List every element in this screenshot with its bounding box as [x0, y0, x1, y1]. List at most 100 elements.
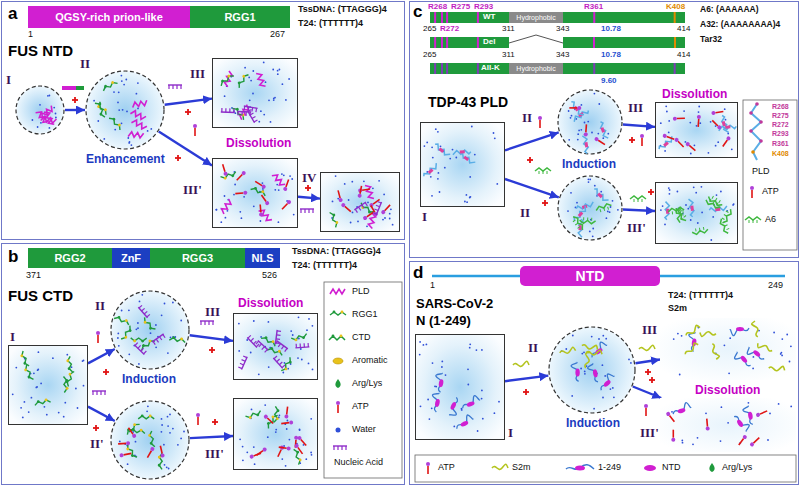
doodle [466, 194, 468, 196]
water-molecule [250, 352, 252, 354]
water-molecule [254, 463, 256, 465]
doodle [373, 201, 382, 215]
water-molecule [32, 119, 34, 121]
base-tick [238, 367, 242, 369]
water-molecule [251, 409, 253, 411]
atp-stem [672, 430, 674, 438]
water-molecule [469, 343, 471, 345]
doodle [470, 196, 472, 198]
doodle [40, 383, 42, 385]
doodle [32, 119, 34, 121]
water-molecule [117, 102, 119, 104]
water-molecule [662, 205, 664, 207]
doodle [117, 102, 119, 104]
water-molecule [263, 62, 265, 64]
base-tick [277, 330, 281, 332]
nucleic-acid [92, 390, 106, 391]
state-illustration [415, 334, 505, 440]
water-molecule [238, 350, 240, 352]
doodle [581, 353, 583, 355]
water-molecule [628, 359, 630, 361]
water-molecule [382, 219, 384, 221]
doodle [668, 120, 670, 122]
doodle [449, 158, 451, 160]
atp-head [223, 171, 228, 176]
pld-chain [720, 115, 729, 133]
base-tick [176, 85, 177, 89]
water-molecule [748, 402, 750, 404]
doodle [238, 323, 240, 325]
doodle [294, 448, 303, 465]
doodle [258, 373, 260, 375]
doodle [66, 354, 68, 356]
water-molecule [268, 321, 270, 323]
arg-lys-residue [254, 186, 258, 190]
doodle [139, 338, 155, 351]
residue-label: R275 [772, 112, 789, 119]
water-molecule [668, 132, 670, 134]
legend-label: NTD [662, 462, 681, 472]
water-molecule [37, 368, 39, 370]
water-molecule [452, 149, 454, 151]
doodle [172, 302, 174, 304]
doodle [224, 95, 226, 97]
aromatic-residue [298, 458, 302, 462]
doodle [272, 173, 285, 188]
doodle [64, 402, 66, 404]
state-numeral: IV [302, 170, 316, 186]
water-molecule [352, 212, 354, 214]
doodle [122, 109, 124, 111]
doodle [58, 412, 60, 414]
atp-stem [160, 446, 162, 454]
atp-stem [645, 408, 647, 416]
doodle [119, 451, 132, 457]
doodle [220, 221, 222, 223]
aromatic-residue [223, 176, 227, 180]
nucleic-acid [295, 346, 309, 348]
aromatic-residue [271, 340, 275, 344]
doodle [273, 99, 275, 101]
panel-letter: d [413, 263, 423, 283]
rgg-chain [142, 317, 155, 331]
doodle [598, 103, 600, 105]
doodle [570, 192, 572, 194]
water-molecule [40, 383, 42, 385]
prion-like-domain [272, 173, 285, 188]
water-molecule [123, 84, 125, 86]
reaction-arrow [88, 407, 115, 421]
water-molecule [125, 79, 127, 81]
water-molecule [712, 216, 714, 218]
doodle [260, 336, 262, 338]
base-tick [362, 205, 364, 208]
doodle [440, 145, 442, 147]
water-molecule [665, 105, 667, 107]
doodle [392, 224, 394, 226]
domain-bar: Hydrophobic [509, 63, 563, 74]
charge-value: 9.60 [601, 76, 617, 85]
water-molecule [581, 104, 583, 106]
doodle [138, 363, 140, 365]
aromatic-residue [143, 320, 147, 324]
doodle [299, 429, 301, 431]
water-molecule [183, 431, 185, 433]
atp-head [640, 134, 644, 138]
domain-label: Hydrophobic [516, 65, 555, 73]
doodle [350, 222, 352, 224]
protein-strand [742, 406, 752, 426]
doodle [584, 371, 586, 373]
legend-sample [329, 335, 345, 340]
sequence-label: T24: (TTTTTT)4 [292, 260, 357, 270]
doodle [584, 124, 589, 136]
water-molecule [12, 393, 14, 395]
water-molecule [225, 217, 227, 219]
water-molecule [47, 95, 49, 97]
domain-label: Del [483, 38, 495, 47]
arg-lys-residue [296, 451, 300, 455]
doodle [39, 106, 54, 119]
water-molecule [268, 366, 270, 368]
aromatic-residue [248, 416, 252, 420]
legend-frame [415, 455, 796, 482]
rgg-chain [66, 370, 75, 386]
water-molecule [392, 224, 394, 226]
water-molecule [432, 157, 434, 159]
